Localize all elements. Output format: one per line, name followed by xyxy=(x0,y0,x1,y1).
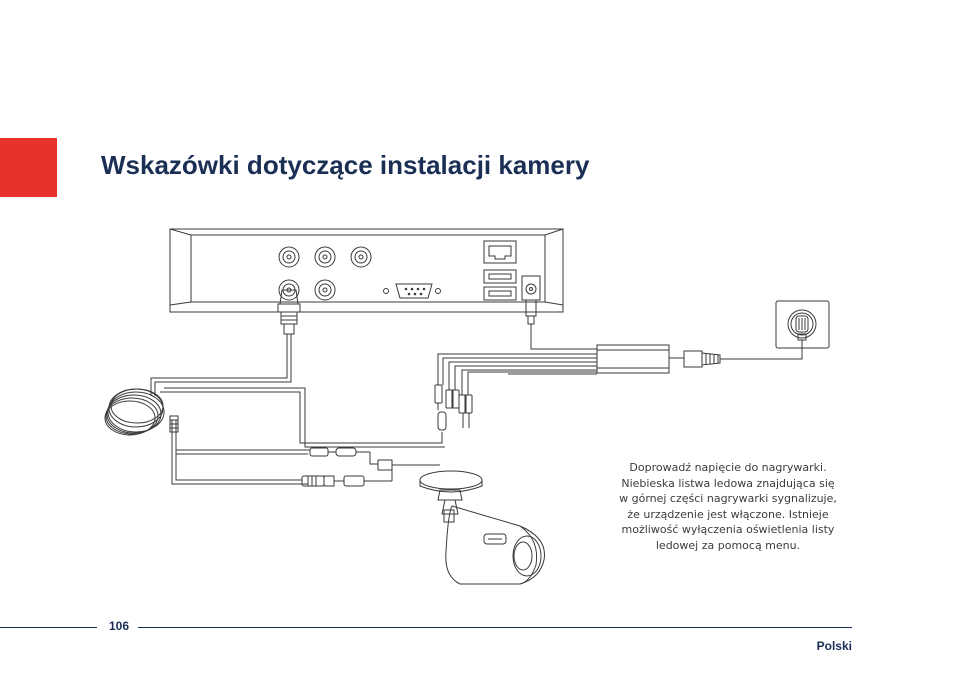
page-title: Wskazówki dotyczące instalacji kamery xyxy=(101,150,590,180)
connector-pair xyxy=(301,447,440,487)
power-port-icon xyxy=(521,275,541,301)
bullet-camera-icon xyxy=(419,470,545,585)
vga-port-icon xyxy=(383,283,441,299)
bnc-port-icon xyxy=(278,246,300,268)
caption-line: w górnej części nagrywarki sygnalizuje, xyxy=(619,492,837,505)
power-splitter xyxy=(434,324,803,431)
bnc-port-icon xyxy=(350,246,372,268)
caption-line: ledowej za pomocą menu. xyxy=(655,538,801,552)
footer-rule xyxy=(138,627,852,628)
cable-coil xyxy=(104,388,165,436)
bnc-port-icon xyxy=(314,246,336,268)
usb-port-icon xyxy=(483,286,517,301)
caption-line: możliwość wyłączenia oświetlenia listy xyxy=(621,523,835,536)
ethernet-port-icon xyxy=(483,240,517,264)
instruction-caption: Doprowadź napięcie do nagrywarki. Niebie… xyxy=(598,460,858,553)
wall-socket-icon xyxy=(775,300,830,349)
page-number: 106 xyxy=(108,619,130,633)
caption-line: że urządzenie jest włączone. Istnieje xyxy=(627,507,829,521)
bnc-plug xyxy=(277,289,301,335)
language-label: Polski xyxy=(816,639,852,653)
usb-port-icon xyxy=(483,269,517,284)
caption-line: Doprowadź napięcie do nagrywarki. xyxy=(629,461,827,474)
bnc-port-icon xyxy=(314,279,336,301)
extension-cable xyxy=(160,387,445,485)
video-cable xyxy=(150,334,292,396)
footer-rule xyxy=(0,627,97,628)
caption-line: Niebieska listwa ledowa znajdująca się xyxy=(621,476,835,490)
section-color-tab xyxy=(0,138,57,197)
dvr-recorder xyxy=(169,228,564,313)
